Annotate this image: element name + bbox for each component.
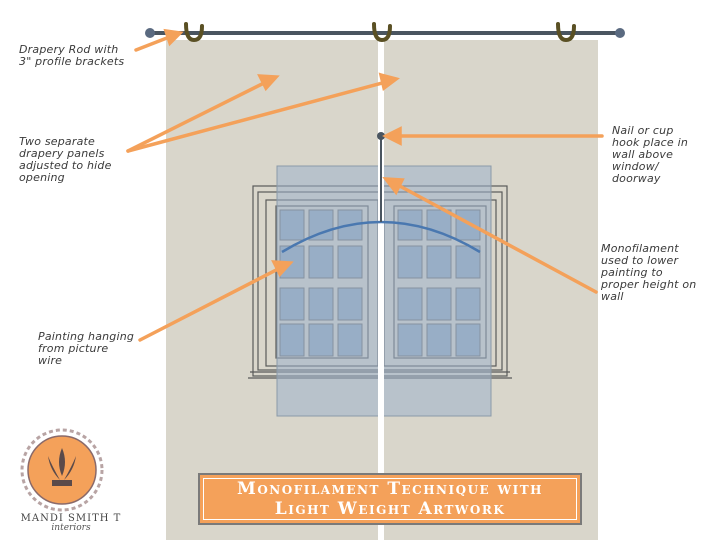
- bracket-icons: [184, 22, 576, 43]
- arrow-head: [271, 260, 294, 278]
- label-nail-hook: Nail or cup hook place in wall above win…: [612, 124, 689, 185]
- arrow-panel-right: [126, 80, 388, 153]
- label-painting: Painting hanging from picture wire: [38, 330, 135, 367]
- rod-finial-left: [145, 28, 155, 38]
- picture-wire: [281, 220, 481, 254]
- label-drapery-panels: Two separate drapery panels adjusted to …: [19, 135, 112, 184]
- arrow-head: [382, 126, 402, 146]
- title-banner-border: [203, 478, 577, 520]
- arrow-rod: [134, 34, 174, 52]
- arrow-painting: [138, 266, 282, 342]
- arrow-head: [378, 72, 400, 92]
- nail-icon: [377, 132, 385, 140]
- title-line-2: Light Weight Artwork: [274, 499, 506, 519]
- callout-arrows: [126, 28, 604, 342]
- title-line-1: Monofilament Technique with: [237, 479, 543, 499]
- label-drapery-rod: Drapery Rod with 3" profile brackets: [19, 43, 125, 68]
- bracket-icon: [184, 22, 204, 43]
- panel-gap: [378, 40, 384, 540]
- logo-icon: [20, 428, 104, 512]
- label-monofilament: Monofilament used to lower painting to p…: [601, 242, 697, 303]
- title-banner: Monofilament Technique with Light Weight…: [198, 473, 582, 525]
- logo-subtitle: interiors: [51, 523, 91, 533]
- arrow-monofilament: [394, 182, 598, 294]
- logo-name: MANDI SMITH T: [20, 513, 122, 524]
- bracket-icon: [372, 22, 392, 43]
- rod-finial-right: [615, 28, 625, 38]
- bracket-icon: [556, 22, 576, 43]
- arrow-head: [382, 177, 405, 196]
- arrow-head: [163, 28, 184, 47]
- arrow-head: [257, 74, 280, 92]
- arrow-panel-left: [126, 80, 268, 153]
